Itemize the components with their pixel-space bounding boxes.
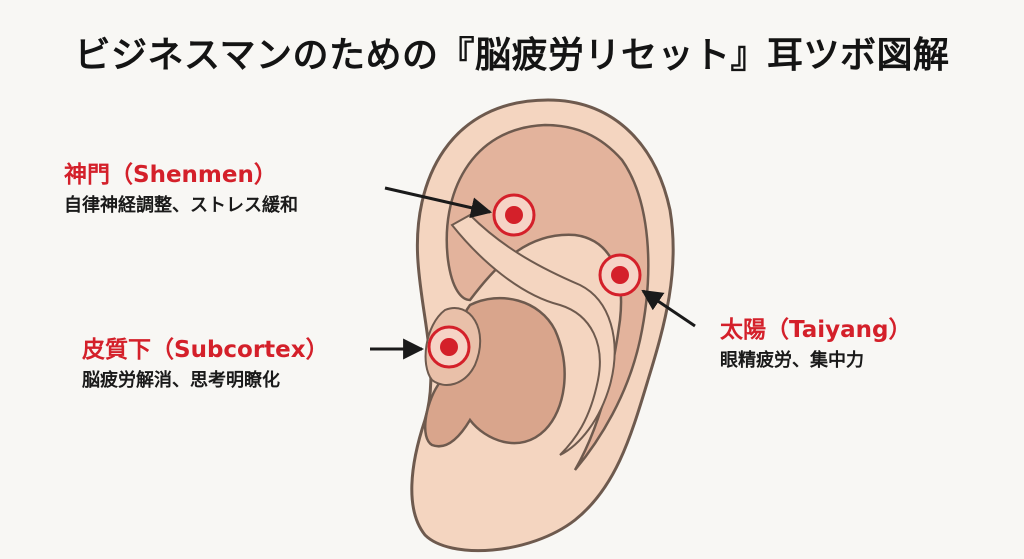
- antihelix: [450, 213, 616, 456]
- shenmen-name: 神門（Shenmen）: [64, 162, 277, 188]
- shenmen-point: [492, 193, 536, 237]
- taiyang-point: [598, 253, 642, 297]
- subcortex-name: 皮質下（Subcortex）: [82, 337, 329, 363]
- shenmen-label: 神門（Shenmen） 自律神経調整、ストレス緩和: [64, 160, 298, 220]
- subcortex-label: 皮質下（Subcortex） 脳疲労解消、思考明瞭化: [82, 335, 329, 395]
- taiyang-name: 太陽（Taiyang）: [720, 317, 912, 343]
- taiyang-description: 眼精疲労、集中力: [720, 350, 864, 371]
- page-title: ビジネスマンのための『脳疲労リセット』耳ツボ図解: [74, 35, 950, 76]
- shenmen-description: 自律神経調整、ストレス緩和: [64, 195, 298, 216]
- taiyang-label: 太陽（Taiyang） 眼精疲労、集中力: [720, 315, 911, 375]
- subcortex-point: [427, 325, 471, 369]
- shenmen-arrow: [384, 186, 493, 219]
- taiyang-arrow: [641, 289, 696, 328]
- subcortex-description: 脳疲労解消、思考明瞭化: [82, 370, 280, 391]
